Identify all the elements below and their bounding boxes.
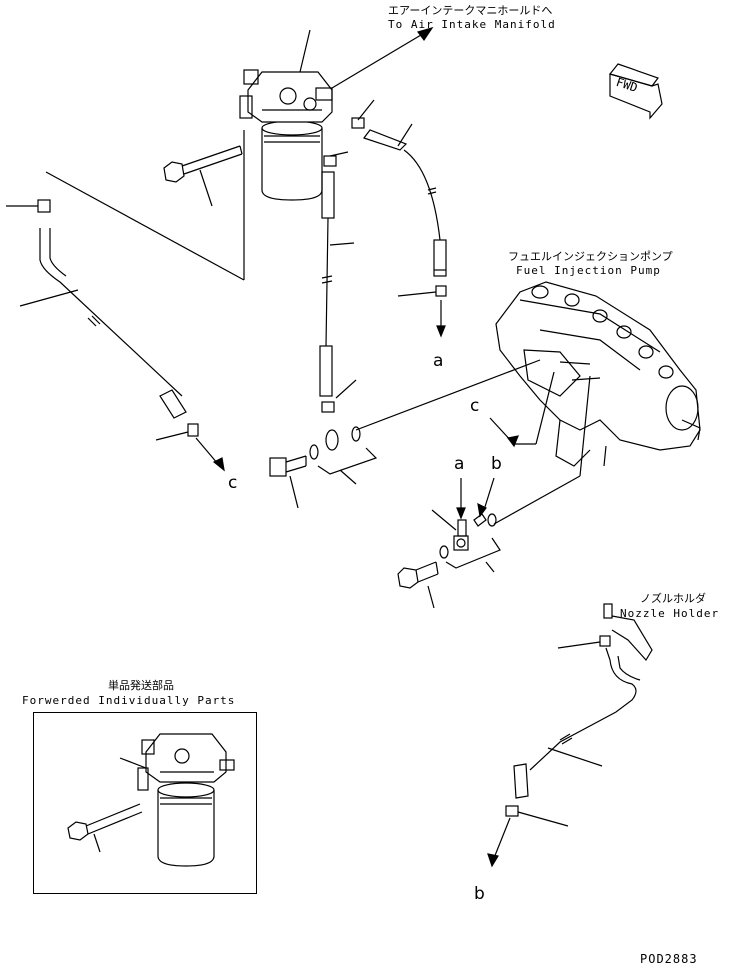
banjo-fitting-upper: [269, 359, 541, 509]
forwarded-label-en: Forwerded Individually Parts: [22, 694, 236, 707]
inset-frame: [33, 712, 257, 894]
fwd-direction-tag: [608, 63, 663, 120]
pump-callout-c: [489, 371, 555, 448]
callout-a-upper: a: [433, 351, 444, 371]
return-hose-to-a: [351, 99, 447, 338]
filter-mounting-bolt: [163, 145, 243, 207]
fuel-filter-assembly: [239, 26, 434, 201]
callout-a-fitting: a: [454, 454, 465, 474]
callout-c-pump: c: [470, 396, 480, 416]
left-fuel-pipe: [6, 130, 245, 472]
injection-pump-label-jp: フュエルインジェクションポンプ: [508, 250, 673, 263]
nozzle-holder-label-jp: ノズルホルダ: [640, 592, 706, 605]
filter-outlet-hose: [319, 151, 357, 413]
fuel-injection-pump: [495, 281, 701, 467]
callout-b-lower: b: [474, 884, 485, 904]
air-intake-label-en: To Air Intake Manifold: [388, 18, 556, 31]
callout-b-fitting: b: [491, 454, 502, 474]
callout-c-left: c: [228, 473, 238, 493]
nozzle-holder-label-en: Nozzle Holder: [620, 607, 720, 620]
nozzle-holder-leakoff: [487, 603, 653, 868]
banjo-fitting-lower: [397, 477, 501, 609]
forwarded-label-jp: 単品発送部品: [108, 679, 174, 692]
inset-filter-assembly: [67, 733, 235, 867]
pump-return-pipe: [493, 375, 591, 525]
air-intake-label-jp: エアーインテークマニホールドへ: [388, 4, 553, 17]
injection-pump-label-en: Fuel Injection Pump: [516, 264, 661, 277]
drawing-code: POD2883: [640, 952, 698, 966]
